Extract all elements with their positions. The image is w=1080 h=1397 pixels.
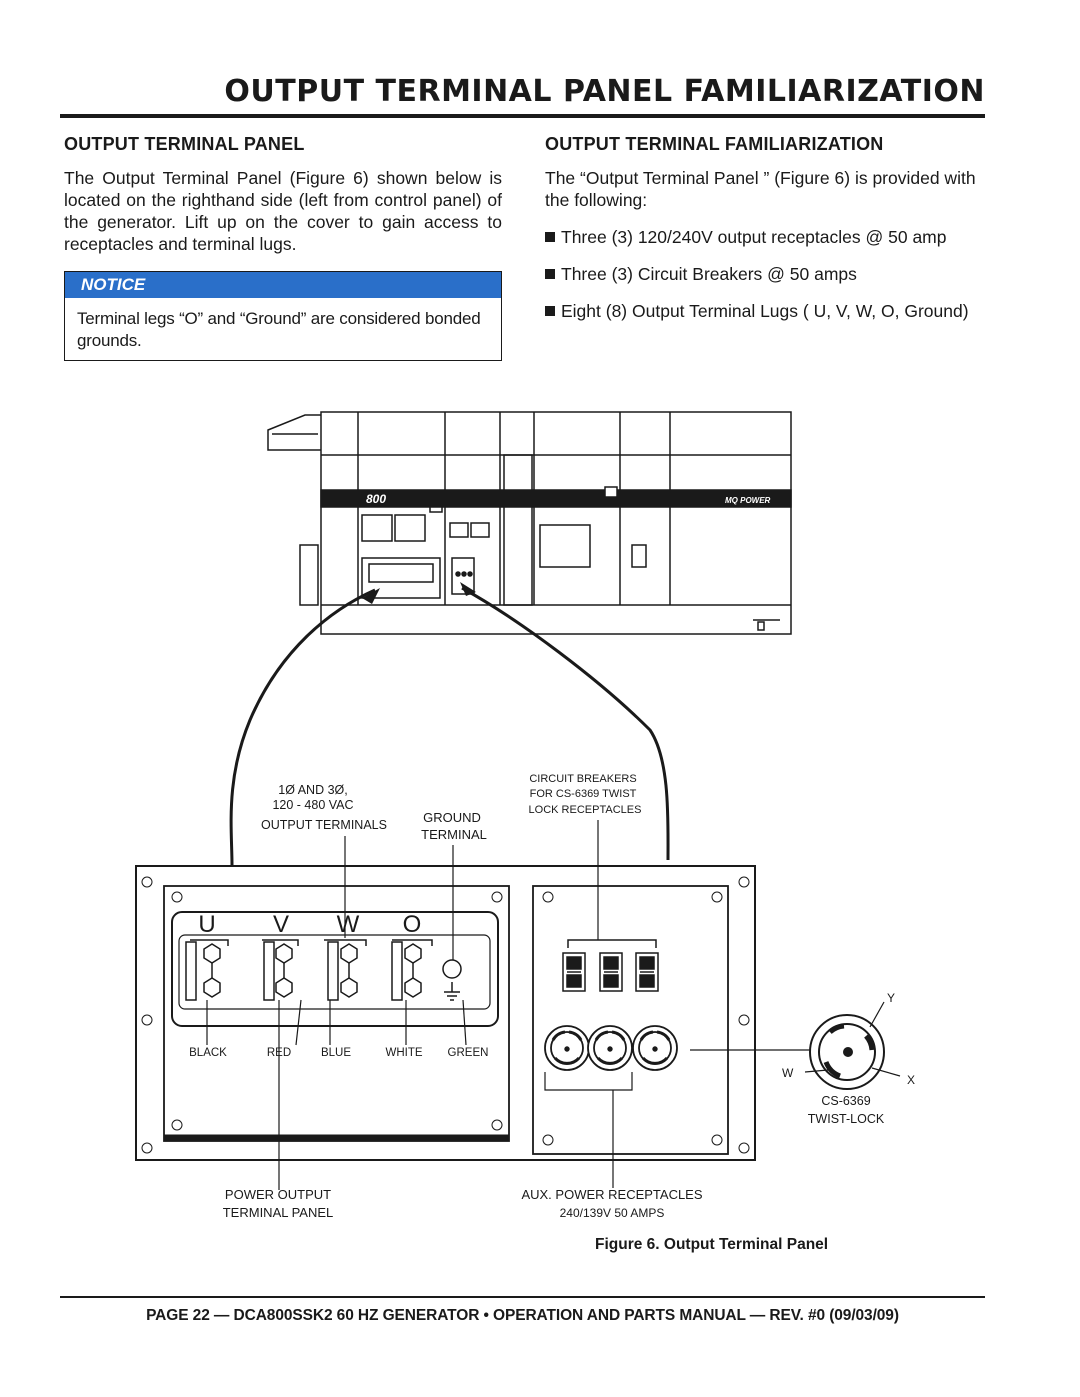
- output-terminal-panel-paragraph: The Output Terminal Panel (Figure 6) sho…: [64, 168, 502, 254]
- list-item: Eight (8) Output Terminal Lugs ( U, V, W…: [545, 300, 987, 322]
- ground-terminal-label-line2: TERMINAL: [421, 827, 487, 842]
- twist-lock-receptacle: [544, 1025, 590, 1071]
- title-rule: [60, 114, 985, 118]
- page-title: OUTPUT TERMINAL PANEL FAMILIARIZATION: [224, 74, 985, 109]
- circuit-breakers-label-line1: CIRCUIT BREAKERS: [529, 773, 636, 785]
- list-item-text: Eight (8) Output Terminal Lugs ( U, V, W…: [561, 301, 969, 321]
- left-column: OUTPUT TERMINAL PANEL The Output Termina…: [64, 128, 502, 361]
- square-bullet-icon: [545, 269, 555, 279]
- cs6369-plug-detail: [804, 1001, 901, 1090]
- terminal-lug-w: [324, 939, 367, 1001]
- square-bullet-icon: [545, 232, 555, 242]
- terminal-letters: U V W O: [198, 911, 421, 938]
- footer-rule: [60, 1296, 985, 1298]
- ground-terminal-label-line1: GROUND: [423, 810, 481, 825]
- notice-text: Terminal legs “O” and “Ground” are consi…: [77, 309, 481, 350]
- list-item: Three (3) 120/240V output receptacles @ …: [545, 226, 987, 248]
- wire-white-label: WHITE: [385, 1047, 422, 1059]
- circuit-breaker: [635, 952, 659, 992]
- power-output-label-line1: POWER OUTPUT: [225, 1187, 331, 1202]
- power-output-label-line2: TERMINAL PANEL: [223, 1205, 334, 1220]
- plug-pin-y-label: Y: [887, 991, 895, 1005]
- terminal-w-label: W: [337, 911, 360, 938]
- wire-blue-label: BLUE: [321, 1047, 351, 1059]
- feature-list: Three (3) 120/240V output receptacles @ …: [545, 226, 987, 322]
- terminal-v-label: V: [273, 911, 289, 938]
- aux-receptacles-label-line1: AUX. POWER RECEPTACLES: [521, 1187, 702, 1202]
- plug-pin-w-label: W: [782, 1066, 794, 1080]
- output-terminals-label-line1: 1Ø AND 3Ø,: [278, 783, 347, 797]
- output-terminal-familiarization-heading: OUTPUT TERMINAL FAMILIARIZATION: [545, 134, 884, 154]
- plug-pin-x-label: X: [907, 1073, 915, 1087]
- circuit-breakers-label-line2: FOR CS-6369 TWIST: [530, 788, 637, 800]
- terminal-lug-u: [185, 939, 229, 1001]
- terminal-o-label: O: [403, 911, 422, 938]
- terminal-lugs: [185, 939, 462, 1001]
- upper-labels: 1Ø AND 3Ø, 120 - 480 VAC OUTPUT TERMINAL…: [261, 773, 641, 842]
- right-column: OUTPUT TERMINAL FAMILIARIZATION The “Out…: [545, 128, 987, 322]
- list-item-text: Three (3) Circuit Breakers @ 50 amps: [561, 264, 857, 284]
- aux-receptacles-label-line2: 240/139V 50 AMPS: [560, 1206, 665, 1220]
- output-terminals-label-line3: OUTPUT TERMINALS: [261, 818, 387, 832]
- plug-model-label: CS-6369: [821, 1094, 870, 1108]
- model-badge: 800: [366, 492, 386, 506]
- circuit-breaker: [599, 952, 623, 992]
- wire-color-labels: BLACK RED BLUE WHITE GREEN: [189, 1047, 488, 1059]
- terminal-lug-o: [391, 939, 433, 1001]
- wire-black-label: BLACK: [189, 1047, 227, 1059]
- notice-label: NOTICE: [65, 272, 501, 298]
- familiarization-intro: The “Output Terminal Panel ” (Figure 6) …: [545, 168, 976, 210]
- wire-red-label: RED: [267, 1047, 291, 1059]
- arrow-head-left: [362, 588, 380, 604]
- ground-lug: [442, 959, 462, 1001]
- wire-green-label: GREEN: [448, 1047, 489, 1059]
- generator-illustration: [267, 411, 792, 635]
- figure-caption: Figure 6. Output Terminal Panel: [595, 1236, 829, 1253]
- terminal-panel-frame: [135, 865, 756, 1161]
- circuit-breaker: [562, 952, 586, 992]
- output-terminals-label-line2: 120 - 480 VAC: [272, 798, 353, 812]
- output-terminal-panel-heading: OUTPUT TERMINAL PANEL: [64, 134, 305, 154]
- list-item-text: Three (3) 120/240V output receptacles @ …: [561, 227, 947, 247]
- aux-receptacles: [544, 1025, 678, 1071]
- terminal-u-label: U: [198, 911, 215, 938]
- circuit-breakers: [562, 939, 659, 992]
- plug-type-label: TWIST-LOCK: [808, 1112, 885, 1126]
- twist-lock-receptacle: [587, 1025, 633, 1071]
- circuit-breakers-label-line3: LOCK RECEPTACLES: [529, 804, 642, 816]
- notice-box: NOTICE Terminal legs “O” and “Ground” ar…: [64, 271, 502, 361]
- list-item: Three (3) Circuit Breakers @ 50 amps: [545, 263, 987, 285]
- brand-badge: MQ POWER: [725, 496, 771, 505]
- twist-lock-receptacle: [632, 1025, 678, 1071]
- page-footer: PAGE 22 — DCA800SSK2 60 HZ GENERATOR • O…: [146, 1307, 899, 1324]
- arrow-head-right: [460, 582, 476, 596]
- connector-lines: [229, 586, 670, 866]
- terminal-lug-v: [262, 939, 299, 1001]
- square-bullet-icon: [545, 306, 555, 316]
